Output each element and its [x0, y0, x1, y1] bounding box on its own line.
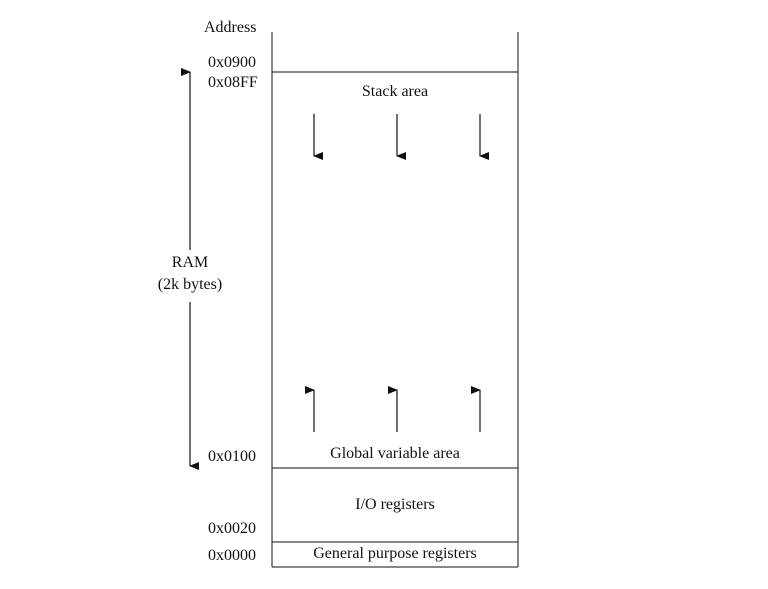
ram-size-label: (2k bytes): [157, 276, 223, 293]
address-label-0x08ff: 0x08FF: [208, 74, 258, 91]
global-variable-area-label: Global variable area: [330, 445, 460, 462]
address-column-header: Address: [204, 19, 257, 36]
io-registers-label: I/O registers: [355, 496, 435, 513]
stack-area-label: Stack area: [361, 83, 429, 100]
general-purpose-registers-label: General purpose registers: [313, 545, 477, 562]
ram-label: RAM: [171, 254, 209, 271]
address-label-0x0900: 0x0900: [208, 54, 256, 71]
address-label-0x0020: 0x0020: [208, 520, 256, 537]
address-label-0x0000: 0x0000: [208, 547, 256, 564]
address-label-0x0100: 0x0100: [208, 448, 256, 465]
